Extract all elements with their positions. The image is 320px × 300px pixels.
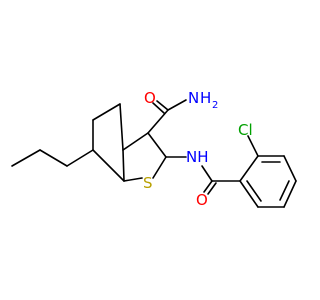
bond-ring6-5 bbox=[92, 149, 125, 182]
chemical-structure: O N H 2 NH S Cl O bbox=[11, 89, 297, 209]
bond-benzene-1 bbox=[239, 155, 259, 182]
bond-benzene-6 bbox=[239, 180, 259, 208]
bond-thiophene-2 bbox=[147, 132, 167, 158]
bond-thiophene-3 bbox=[152, 156, 167, 179]
bond-benzoyl-o-a bbox=[203, 180, 213, 193]
amide-hydrogen-label: H bbox=[200, 89, 211, 107]
bond-carbonyl-o-b bbox=[152, 102, 165, 114]
bond-benzene-inner-2 bbox=[279, 180, 290, 201]
bond-benzene-cl bbox=[247, 135, 259, 157]
benzoyl-oxygen-label: O bbox=[196, 191, 208, 209]
bond-propyl-3 bbox=[66, 149, 94, 167]
thiophene-sulfur-label: S bbox=[143, 174, 153, 192]
bond-ring6-3 bbox=[119, 103, 124, 151]
amide-hydrogen-count: 2 bbox=[212, 100, 218, 111]
bond-benzene-3 bbox=[283, 155, 297, 182]
bond-benzene-inner-3 bbox=[246, 180, 262, 202]
bond-benzene-4 bbox=[283, 180, 297, 208]
amide-nitrogen-label: N bbox=[188, 89, 199, 107]
bond-carbonyl-nh2 bbox=[167, 99, 187, 111]
bond-lines bbox=[11, 99, 297, 208]
bond-propyl-2 bbox=[39, 149, 68, 167]
bond-thiophene-4 bbox=[123, 177, 143, 182]
bond-ring6-4 bbox=[122, 149, 125, 182]
bond-propyl-1 bbox=[11, 149, 41, 167]
bond-thiophene-1 bbox=[122, 132, 149, 151]
linker-nh-label: NH bbox=[186, 148, 209, 166]
bond-ring6-2 bbox=[92, 103, 121, 121]
amide-oxygen-label: O bbox=[144, 89, 156, 107]
bond-carbonyl-o-a bbox=[156, 100, 169, 111]
bond-benzoyl-o-b bbox=[207, 182, 217, 195]
chlorine-label: Cl bbox=[238, 121, 253, 139]
bond-c3-carbonyl bbox=[147, 109, 169, 134]
bond-nh-carbonyl bbox=[201, 165, 213, 182]
